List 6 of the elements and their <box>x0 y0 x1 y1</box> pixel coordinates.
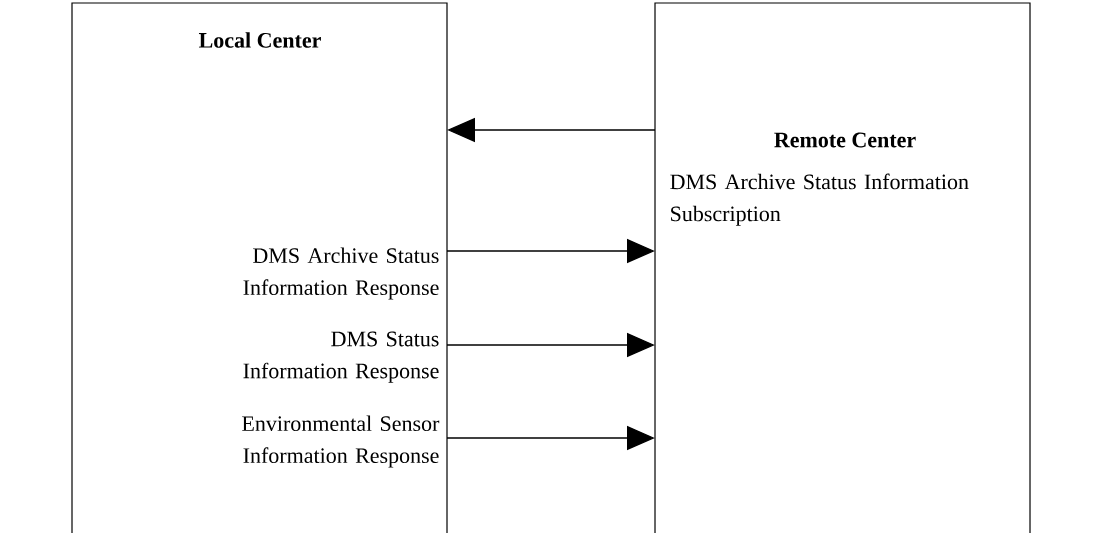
heading: Local Center <box>199 32 321 48</box>
message-text: DMS Archive Status Information Subscription <box>670 173 969 226</box>
message-text: DMS Status Information Response <box>243 331 439 383</box>
message-text: Environmental Sensor Information Response <box>242 415 440 468</box>
heading: Remote Center <box>774 132 916 148</box>
message-text: DMS Archive Status Information Response <box>243 247 439 300</box>
